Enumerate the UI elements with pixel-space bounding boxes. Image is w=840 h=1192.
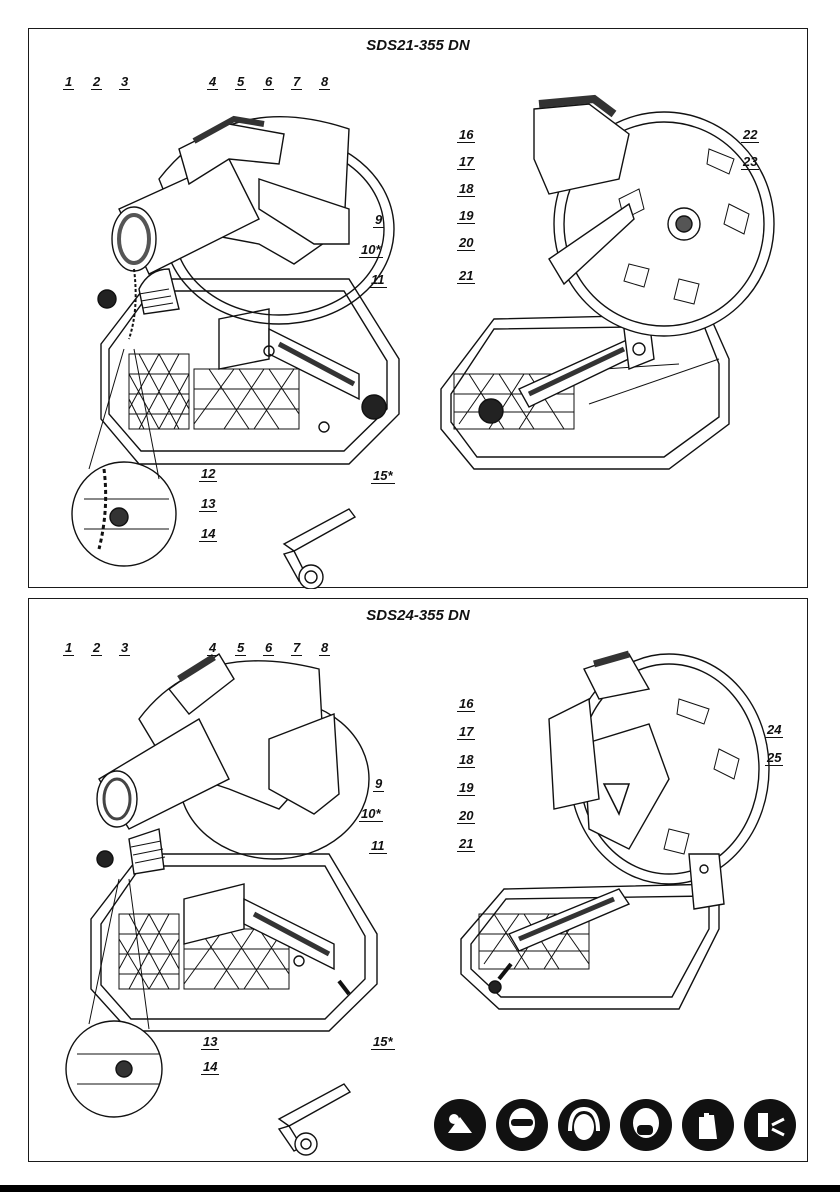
callout-label: 16 (457, 697, 475, 712)
callout-label: 11 (369, 273, 387, 288)
callout-label: 19 (457, 209, 475, 224)
callout-label: 24 (765, 723, 783, 738)
callout-label: 3 (119, 641, 130, 656)
callout-label: 6 (263, 641, 274, 656)
callout-label: 21 (457, 837, 475, 852)
callout-label: 13 (199, 497, 217, 512)
callout-label: 5 (235, 75, 246, 90)
callout-label: 10* (359, 807, 383, 822)
callout-label: 21 (457, 269, 475, 284)
callout-label: 8 (319, 75, 330, 90)
callout-label: 9 (373, 213, 384, 228)
callout-label: 4 (207, 75, 218, 90)
ear-protection-icon (558, 1099, 610, 1151)
callout-label: 13 (201, 1035, 219, 1050)
dust-mask-icon (620, 1099, 672, 1151)
callout-label: 1 (63, 641, 74, 656)
callout-label: 25 (765, 751, 783, 766)
callout-label: 15* (371, 1035, 395, 1050)
callout-label: 1 (63, 75, 74, 90)
callout-label: 14 (201, 1060, 219, 1075)
callout-label: 4 (207, 641, 218, 656)
callout-label: 11 (369, 839, 387, 854)
cutoff-saw-illustration-bottom (29, 599, 809, 1163)
callout-label: 10* (359, 243, 383, 258)
callout-label: 16 (457, 128, 475, 143)
eye-protection-icon (496, 1099, 548, 1151)
callout-label: 20 (457, 236, 475, 251)
cutoff-saw-illustration-top (29, 29, 809, 589)
callout-label: 15* (371, 469, 395, 484)
callout-label: 18 (457, 182, 475, 197)
callout-label: 19 (457, 781, 475, 796)
read-manual-icon (434, 1099, 486, 1151)
callout-label: 6 (263, 75, 274, 90)
callout-label: 3 (119, 75, 130, 90)
callout-label: 17 (457, 155, 475, 170)
panel-sds21-355: SDS21-355 DN (28, 28, 808, 588)
callout-label: 2 (91, 641, 102, 656)
callout-label: 7 (291, 641, 302, 656)
callout-label: 2 (91, 75, 102, 90)
callout-label: 7 (291, 75, 302, 90)
gloves-icon (682, 1099, 734, 1151)
callout-label: 18 (457, 753, 475, 768)
panel-sds24-355: SDS24-355 DN (28, 598, 808, 1162)
callout-label: 5 (235, 641, 246, 656)
page-edge-strip (0, 1185, 840, 1192)
callout-label: 20 (457, 809, 475, 824)
callout-label: 14 (199, 527, 217, 542)
safety-icons-row (434, 1099, 804, 1155)
callout-label: 17 (457, 725, 475, 740)
callout-label: 9 (373, 777, 384, 792)
callout-label: 23 (741, 155, 759, 170)
callout-label: 12 (199, 467, 217, 482)
callout-label: 22 (741, 128, 759, 143)
callout-label: 8 (319, 641, 330, 656)
unplug-before-service-icon (744, 1099, 796, 1151)
